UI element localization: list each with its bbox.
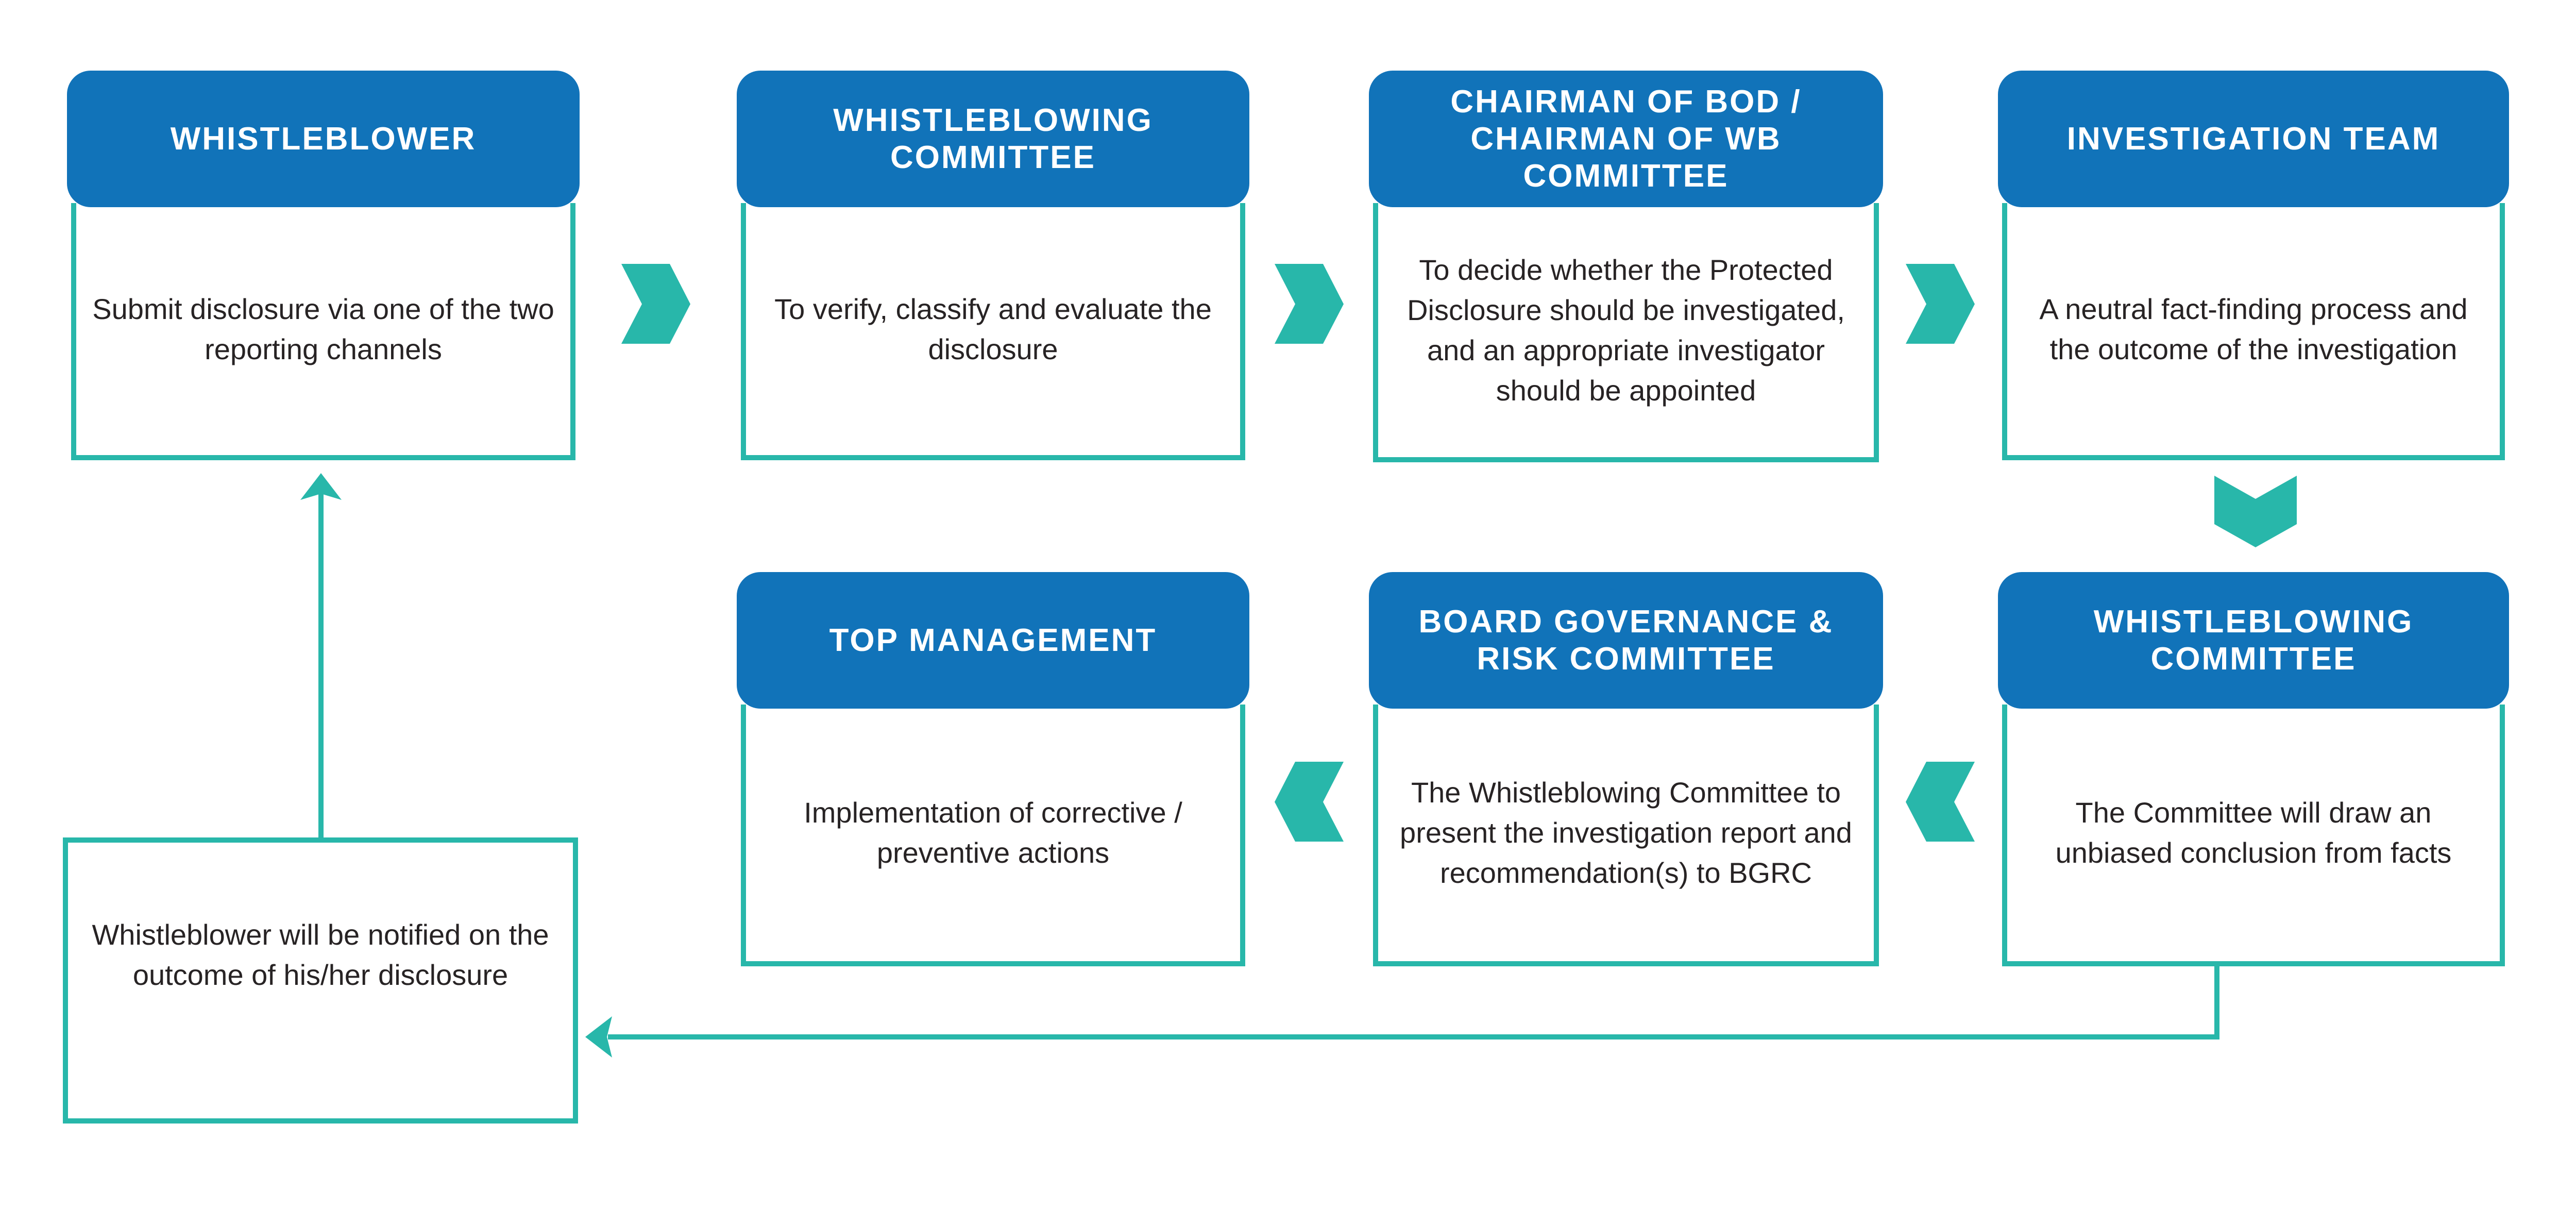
process-box-whistleblower: WHISTLEBLOWER Submit disclosure via one … xyxy=(67,71,580,460)
connector-line-horizontal xyxy=(608,1034,2219,1039)
box-title: BOARD GOVERNANCE & RISK COMMITTEE xyxy=(1418,603,1834,677)
box-description: The Committee will draw an unbiased conc… xyxy=(2055,796,2452,869)
chevron-right-icon xyxy=(621,264,690,344)
box-header: WHISTLEBLOWER xyxy=(67,71,580,207)
box-body: Implementation of corrective / preventiv… xyxy=(741,705,1245,966)
arrow-up-icon xyxy=(300,473,342,500)
box-description: Implementation of corrective / preventiv… xyxy=(804,796,1182,869)
chevron-right-icon xyxy=(1906,264,1975,344)
box-header: TOP MANAGEMENT xyxy=(737,572,1249,709)
process-box-board-governance-risk-committee: BOARD GOVERNANCE & RISK COMMITTEE The Wh… xyxy=(1369,572,1883,966)
box-title: CHAIRMAN OF BOD / CHAIRMAN OF WB COMMITT… xyxy=(1450,83,1802,194)
arrow-left-icon xyxy=(585,1016,612,1058)
box-title: INVESTIGATION TEAM xyxy=(2066,121,2441,157)
box-body: The Committee will draw an unbiased conc… xyxy=(2002,705,2505,966)
box-body: The Whistleblowing Committee to present … xyxy=(1373,705,1879,966)
box-header: WHISTLEBLOWING COMMITTEE xyxy=(1998,572,2509,709)
box-description: Submit disclosure via one of the two rep… xyxy=(92,292,554,365)
box-description: Whistleblower will be notified on the ou… xyxy=(92,918,549,991)
connector-line-up xyxy=(318,491,324,837)
box-title: WHISTLEBLOWING COMMITTEE xyxy=(2093,603,2414,677)
chevron-down-icon xyxy=(2214,476,2297,547)
box-description: To verify, classify and evaluate the dis… xyxy=(774,292,1212,365)
box-body: To decide whether the Protected Disclosu… xyxy=(1373,203,1879,462)
box-description: The Whistleblowing Committee to present … xyxy=(1400,776,1852,889)
box-body: To verify, classify and evaluate the dis… xyxy=(741,203,1245,460)
chevron-right-icon xyxy=(1275,264,1344,344)
box-title: WHISTLEBLOWING COMMITTEE xyxy=(833,102,1153,175)
box-header: WHISTLEBLOWING COMMITTEE xyxy=(737,71,1249,207)
box-title: TOP MANAGEMENT xyxy=(829,622,1157,658)
connector-line-down-stub xyxy=(2214,966,2219,1039)
box-title: WHISTLEBLOWER xyxy=(170,121,477,157)
process-box-investigation-team: INVESTIGATION TEAM A neutral fact-findin… xyxy=(1998,71,2509,460)
box-body: Submit disclosure via one of the two rep… xyxy=(71,203,575,460)
box-description: A neutral fact-finding process and the o… xyxy=(2039,292,2468,365)
box-header: CHAIRMAN OF BOD / CHAIRMAN OF WB COMMITT… xyxy=(1369,71,1883,207)
box-body: A neutral fact-finding process and the o… xyxy=(2002,203,2505,460)
process-box-whistleblowing-committee: WHISTLEBLOWING COMMITTEE To verify, clas… xyxy=(737,71,1249,460)
process-box-notification: Whistleblower will be notified on the ou… xyxy=(63,837,578,1124)
chevron-left-icon xyxy=(1275,762,1344,842)
process-box-chairman: CHAIRMAN OF BOD / CHAIRMAN OF WB COMMITT… xyxy=(1369,71,1883,462)
process-box-whistleblowing-committee-2: WHISTLEBLOWING COMMITTEE The Committee w… xyxy=(1998,572,2509,966)
process-box-top-management: TOP MANAGEMENT Implementation of correct… xyxy=(737,572,1249,966)
box-description: To decide whether the Protected Disclosu… xyxy=(1407,253,1845,407)
box-header: BOARD GOVERNANCE & RISK COMMITTEE xyxy=(1369,572,1883,709)
box-header: INVESTIGATION TEAM xyxy=(1998,71,2509,207)
chevron-left-icon xyxy=(1906,762,1975,842)
